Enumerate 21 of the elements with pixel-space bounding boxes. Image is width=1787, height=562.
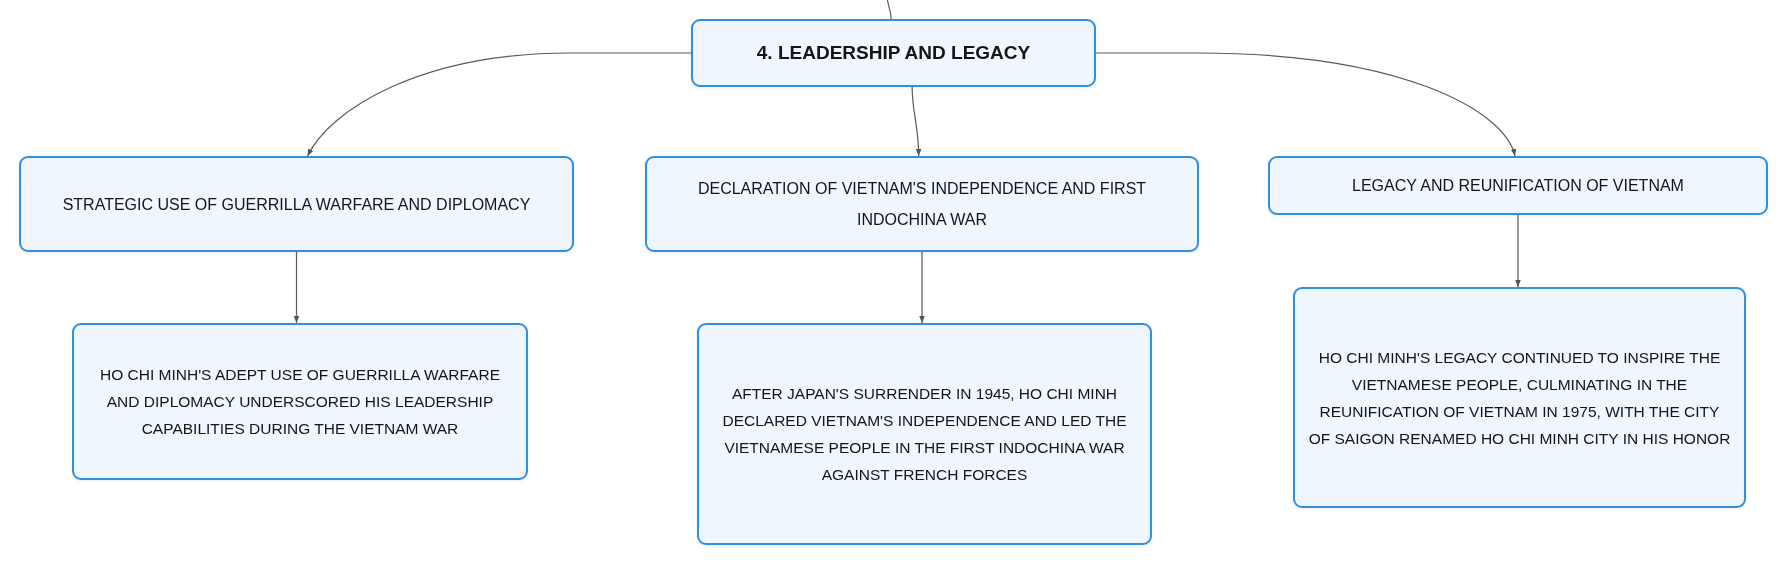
- connector-arrow: [307, 52, 692, 157]
- subtopic-box: [1268, 156, 1768, 215]
- connector-line: [886, 0, 892, 20]
- detail-text: HO CHI MINH'S ADEPT USE OF GUERRILLA WARFARE AND DIPLOMACY UNDERSCORED HIS LEADERSHIP CAPABILITIES DURING THE VIETNAM WAR: [99, 365, 501, 439]
- subtopic-box: [645, 156, 1199, 252]
- detail-box: [72, 323, 528, 480]
- connector-arrow: [1515, 214, 1521, 288]
- central-topic-text: 4. LEADERSHIP AND LEGACY: [756, 41, 1031, 65]
- detail-box: [1293, 287, 1746, 508]
- connector-arrow: [1095, 52, 1516, 157]
- central-topic-box: [691, 19, 1096, 87]
- detail-text: HO CHI MINH'S LEGACY CONTINUED TO INSPIRE THE VIETNAMESE PEOPLE, CULMINATING IN THE REUNIFICATION OF VIETNAM IN 1975, WITH THE CITY OF SAIGON RENAMED HO CHI MINH CITY IN HIS HONOR: [1307, 347, 1732, 449]
- subtopic-text: STRATEGIC USE OF GUERRILLA WARFARE AND DIPLOMACY: [62, 194, 531, 215]
- connector-arrow: [911, 86, 922, 157]
- detail-text: AFTER JAPAN'S SURRENDER IN 1945, HO CHI MINH DECLARED VIETNAM'S INDEPENDENCE AND LED THE VIETNAMESE PEOPLE IN THE FIRST INDOCHINA WAR AGAINST FRENCH FORCES: [721, 384, 1128, 485]
- subtopic-text: LEGACY AND REUNIFICATION OF VIETNAM: [1352, 176, 1684, 196]
- connector-arrow: [293, 251, 300, 324]
- detail-box: [697, 323, 1152, 545]
- connector-arrow: [919, 251, 925, 324]
- subtopic-box: [19, 156, 574, 252]
- subtopic-text: DECLARATION OF VIETNAM'S INDEPENDENCE AND FIRST INDOCHINA WAR: [696, 179, 1148, 230]
